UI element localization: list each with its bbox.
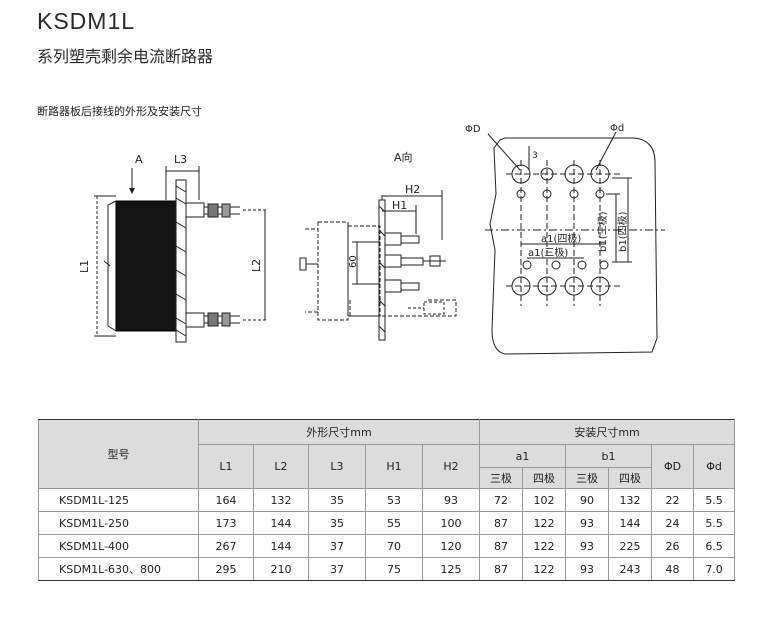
col-phi-d-small-header: Φd bbox=[693, 444, 736, 489]
spec-table: 型号 外形尺寸mm 安装尺寸mm L1 L2 L3 H1 H2 a1 b1 ΦD… bbox=[38, 419, 736, 581]
phi-d-large-cell: 24 bbox=[651, 511, 695, 535]
l2-cell: 144 bbox=[253, 534, 309, 558]
h1-cell: 53 bbox=[365, 488, 423, 512]
h1-cell: 70 bbox=[365, 534, 423, 558]
mounting-plate bbox=[175, 179, 187, 343]
a1-three-pole-header: 三极 bbox=[479, 467, 524, 489]
dim-60-label: 60 bbox=[348, 255, 359, 268]
side-view bbox=[94, 166, 268, 343]
l1-cell: 267 bbox=[198, 534, 254, 558]
a1-three-cell: 87 bbox=[479, 511, 524, 535]
b1-four-pole-header: 四极 bbox=[608, 467, 653, 489]
b1-three-pole-header: 三极 bbox=[565, 467, 610, 489]
outline-header: 外形尺寸mm bbox=[197, 419, 481, 445]
model-header: 型号 bbox=[38, 419, 199, 489]
table-row: KSDM1L-125 164 132 35 53 93 72 102 90 13… bbox=[38, 488, 736, 512]
table-row: KSDM1L-630、800 295 210 37 75 125 87 122 … bbox=[38, 557, 736, 581]
b1-four-cell: 243 bbox=[608, 557, 653, 581]
b1-four-cell: 132 bbox=[608, 488, 653, 512]
l3-cell: 35 bbox=[308, 488, 366, 512]
phi-d-small-label: Φd bbox=[610, 123, 624, 134]
a1-three-label: a1(三极) bbox=[528, 246, 568, 259]
mount-header: 安装尺寸mm bbox=[479, 419, 736, 445]
phi-d-small-cell: 5.5 bbox=[693, 511, 736, 535]
dim-3-label: 3 bbox=[532, 151, 538, 161]
a1-four-cell: 122 bbox=[522, 534, 567, 558]
side-arrow-label: A bbox=[135, 153, 143, 166]
product-subtitle: 系列塑壳剩余电流断路器 bbox=[37, 47, 214, 66]
front-view bbox=[299, 190, 457, 341]
phi-d-large-cell: 26 bbox=[651, 534, 695, 558]
b1-four-cell: 144 bbox=[608, 511, 653, 535]
l3-cell: 37 bbox=[308, 534, 366, 558]
l2-cell: 132 bbox=[253, 488, 309, 512]
phi-d-large-cell: 48 bbox=[651, 557, 695, 581]
mount-outline bbox=[489, 137, 658, 355]
h2-cell: 120 bbox=[421, 534, 481, 558]
dim-l1-label: L1 bbox=[78, 260, 91, 273]
a1-four-cell: 102 bbox=[522, 488, 567, 512]
a1-three-cell: 72 bbox=[479, 488, 524, 512]
dim-h2-label: H2 bbox=[405, 183, 420, 196]
table-row: KSDM1L-400 267 144 37 70 120 87 122 93 2… bbox=[38, 534, 736, 558]
breaker-body bbox=[115, 200, 177, 332]
l3-cell: 37 bbox=[308, 557, 366, 581]
phi-d-large-cell: 22 bbox=[651, 488, 695, 512]
dimension-drawing: A L3 L1 L2 A向 H2 H1 60 bbox=[78, 123, 665, 355]
col-phi-d-large-header: ΦD bbox=[651, 444, 695, 489]
a1-three-cell: 87 bbox=[479, 557, 524, 581]
a1-four-pole-header: 四极 bbox=[522, 467, 567, 489]
model-cell: KSDM1L-630、800 bbox=[38, 557, 199, 581]
l1-cell: 173 bbox=[198, 511, 254, 535]
model-cell: KSDM1L-125 bbox=[38, 488, 199, 512]
table-row: KSDM1L-250 173 144 35 55 100 87 122 93 1… bbox=[38, 511, 736, 535]
l2-cell: 144 bbox=[253, 511, 309, 535]
b1-three-cell: 93 bbox=[565, 534, 610, 558]
b1-four-label: b1(四极) bbox=[616, 211, 629, 252]
a1-four-cell: 122 bbox=[522, 557, 567, 581]
dim-l2-label: L2 bbox=[250, 259, 263, 272]
a1-three-cell: 87 bbox=[479, 534, 524, 558]
mounting-pattern bbox=[485, 131, 665, 355]
col-h1-header: H1 bbox=[365, 444, 423, 489]
b1-four-cell: 225 bbox=[608, 534, 653, 558]
model-cell: KSDM1L-400 bbox=[38, 534, 199, 558]
phi-d-small-cell: 6.5 bbox=[693, 534, 736, 558]
h1-cell: 75 bbox=[365, 557, 423, 581]
h2-cell: 100 bbox=[421, 511, 481, 535]
product-title: KSDM1L bbox=[37, 8, 136, 34]
col-l3-header: L3 bbox=[308, 444, 366, 489]
dim-h1-label: H1 bbox=[392, 199, 407, 212]
a1-four-label: a1(四极) bbox=[541, 232, 581, 245]
a1-four-cell: 122 bbox=[522, 511, 567, 535]
h2-cell: 93 bbox=[421, 488, 481, 512]
col-l2-header: L2 bbox=[253, 444, 309, 489]
h2-cell: 125 bbox=[421, 557, 481, 581]
section-heading: 断路器板后接线的外形及安装尺寸 bbox=[37, 105, 202, 118]
phi-d-small-cell: 5.5 bbox=[693, 488, 736, 512]
col-l1-header: L1 bbox=[198, 444, 254, 489]
l2-cell: 210 bbox=[253, 557, 309, 581]
col-a1-header: a1 bbox=[479, 444, 567, 468]
phi-d-large-label: ΦD bbox=[465, 124, 481, 135]
h1-cell: 55 bbox=[365, 511, 423, 535]
l1-cell: 295 bbox=[198, 557, 254, 581]
b1-three-cell: 90 bbox=[565, 488, 610, 512]
front-view-label: A向 bbox=[394, 150, 413, 164]
col-b1-header: b1 bbox=[565, 444, 653, 468]
l1-cell: 164 bbox=[198, 488, 254, 512]
dim-l3-label: L3 bbox=[174, 153, 187, 166]
model-cell: KSDM1L-250 bbox=[38, 511, 199, 535]
b1-three-cell: 93 bbox=[565, 511, 610, 535]
phi-d-small-cell: 7.0 bbox=[693, 557, 736, 581]
b1-three-label: b1(三极) bbox=[596, 211, 609, 252]
b1-three-cell: 93 bbox=[565, 557, 610, 581]
l3-cell: 35 bbox=[308, 511, 366, 535]
col-h2-header: H2 bbox=[421, 444, 481, 489]
